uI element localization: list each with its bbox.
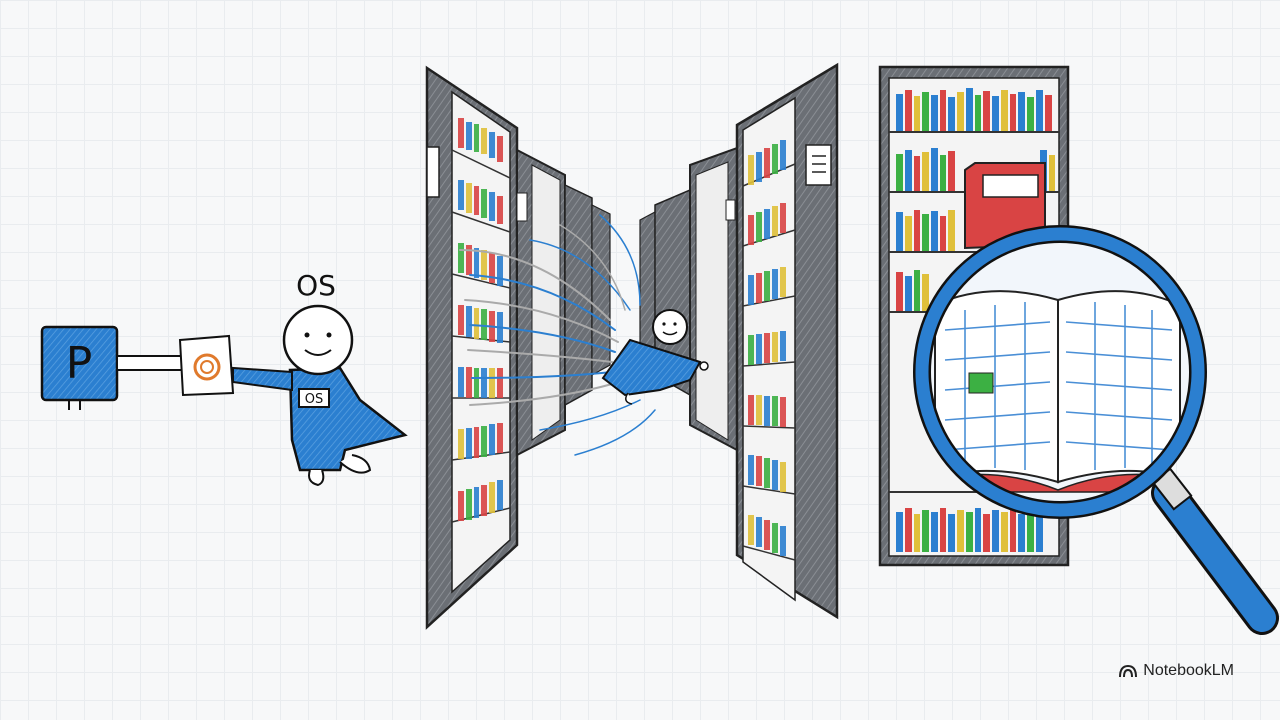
highlighted-cell xyxy=(968,372,994,394)
notebooklm-logo-icon xyxy=(1119,664,1138,678)
flying-os-character xyxy=(601,309,709,405)
watermark: NotebookLM xyxy=(1119,662,1234,680)
process-sign-letter: P xyxy=(66,338,93,389)
os-character: OS OS xyxy=(232,269,408,487)
page-table-view xyxy=(929,290,1186,493)
watermark-text: NotebookLM xyxy=(1143,662,1234,679)
request-token-icon xyxy=(178,334,235,397)
speed-lines xyxy=(459,214,656,456)
process-sign: P xyxy=(40,325,184,410)
magnifying-glass-icon xyxy=(913,225,1279,635)
library-aisle xyxy=(425,62,839,630)
os-heading: OS xyxy=(296,269,336,302)
selected-book xyxy=(964,162,1046,250)
os-badge: OS xyxy=(305,392,323,407)
